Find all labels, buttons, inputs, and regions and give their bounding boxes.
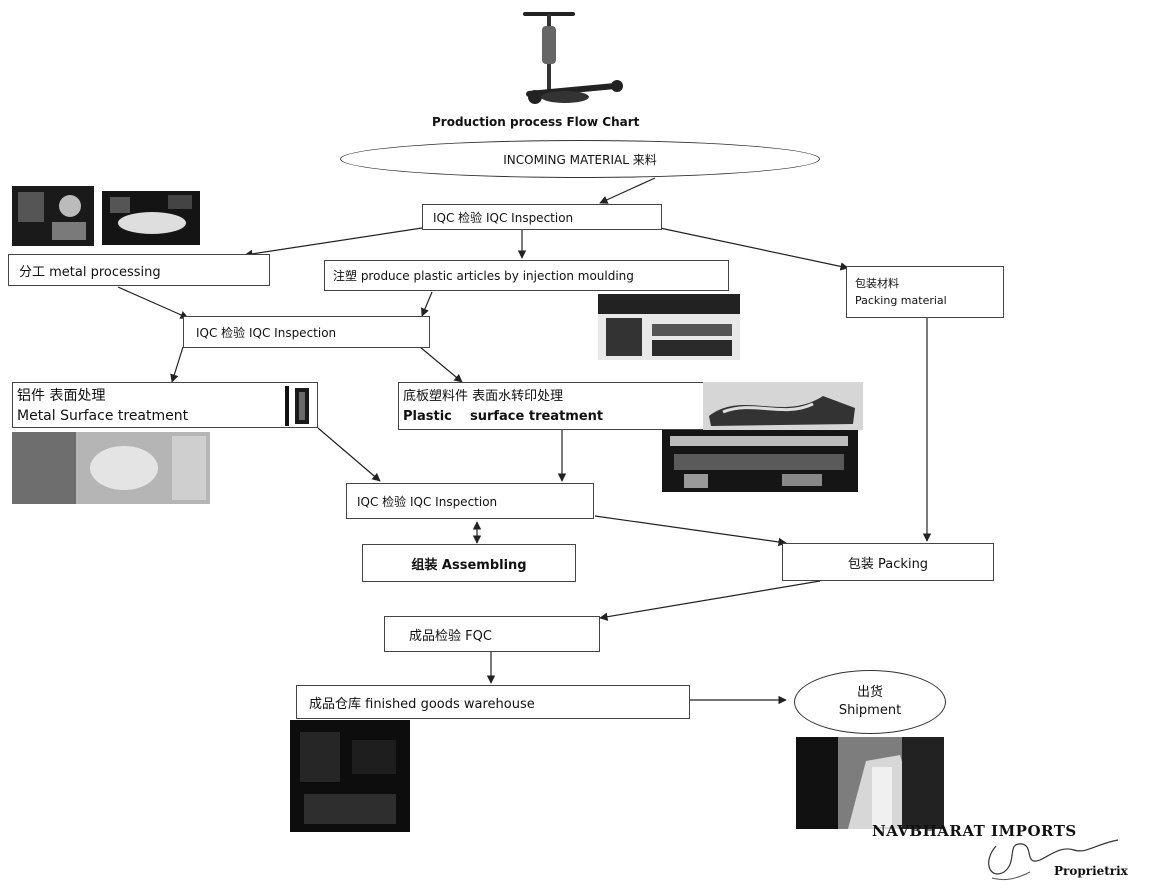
- ship-photo: [796, 737, 944, 829]
- edge-injection-iqc2: [421, 291, 433, 317]
- company-stamp: NAVBHARAT IMPORTS: [872, 822, 1077, 840]
- metal-surface-cn: 铝件 表面处理: [17, 388, 106, 404]
- fqc-label: 成品检验 FQC: [409, 628, 492, 644]
- warehouse-label: 成品仓库 finished goods warehouse: [309, 696, 535, 712]
- edge-incoming-iqc: [599, 177, 656, 204]
- signature-mark: [988, 839, 1119, 881]
- metal-parts-thumbnail: [285, 386, 309, 426]
- shipment-en: Shipment: [838, 703, 902, 718]
- injection-moulding-label: 注塑 produce plastic articles by injection…: [333, 269, 634, 283]
- iqc-inspection-top: IQC 检验 IQC Inspection: [422, 204, 662, 230]
- edge-iqc2-metal-surface: [170, 346, 184, 383]
- incoming-material-label: INCOMING MATERIAL 来料: [503, 152, 657, 167]
- metal-finishing-photo: [12, 432, 210, 504]
- packing-material-node: 包装材料 Packing material: [846, 266, 1004, 318]
- fqc-node: 成品检验 FQC: [384, 616, 600, 652]
- equipment-photo-1: [12, 186, 94, 246]
- packing-material-cn: 包装材料: [855, 277, 899, 290]
- iqc-inspection-low-label: IQC 检验 IQC Inspection: [357, 494, 498, 509]
- transfer-line-photo: [662, 430, 858, 492]
- edge-iqc-metal: [244, 227, 423, 259]
- metal-processing-node: 分工 metal processing: [8, 254, 270, 286]
- edge-iqc3-packing: [594, 515, 787, 547]
- assembling-node: 组装 Assembling: [362, 544, 576, 582]
- equipment-photo-2: [102, 191, 200, 245]
- iqc-inspection-mid-label: IQC 检验 IQC Inspection: [196, 325, 337, 340]
- edge-iqc2-plastic-surface: [419, 346, 463, 383]
- proprietrix-label: Proprietrix: [1054, 864, 1128, 878]
- packing-material-en: Packing material: [855, 294, 947, 307]
- metal-surface-en: Metal Surface treatment: [17, 408, 189, 424]
- warehouse-node: 成品仓库 finished goods warehouse: [296, 685, 690, 719]
- shipment-node: 出货 Shipment: [794, 670, 946, 734]
- metal-surface-node: 铝件 表面处理 Metal Surface treatment: [12, 382, 318, 428]
- warehouse-photo: [290, 720, 410, 832]
- incoming-material-node: INCOMING MATERIAL 来料: [340, 140, 820, 178]
- edge-iqc-packing-material: [659, 227, 849, 271]
- packing-label: 包装 Packing: [847, 556, 929, 572]
- iqc-inspection-top-label: IQC 检验 IQC Inspection: [433, 210, 574, 225]
- chart-title: Production process Flow Chart: [432, 115, 640, 129]
- plastic-surface-node: 底板塑料件 表面水转印处理 Plastic surface treatment: [398, 382, 706, 430]
- metal-processing-label: 分工 metal processing: [19, 264, 161, 280]
- edge-packing-fqc: [599, 580, 821, 621]
- edge-metal-surface-iqc3: [317, 427, 381, 482]
- shipment-cn: 出货: [856, 685, 883, 700]
- assembling-label: 组装 Assembling: [411, 557, 527, 573]
- scooter-icon: [523, 12, 623, 104]
- packing-node: 包装 Packing: [782, 543, 994, 581]
- iqc-inspection-low: IQC 检验 IQC Inspection: [346, 483, 594, 519]
- edge-metal-iqc2: [117, 286, 189, 319]
- plastic-parts-photo-1: [703, 382, 863, 430]
- injection-moulding-node: 注塑 produce plastic articles by injection…: [324, 260, 729, 291]
- plastic-surface-cn: 底板塑料件 表面水转印处理: [403, 389, 564, 404]
- injection-machine-photo: [598, 294, 740, 360]
- plastic-surface-en: Plastic surface treatment: [403, 409, 604, 424]
- iqc-inspection-mid: IQC 检验 IQC Inspection: [183, 316, 430, 348]
